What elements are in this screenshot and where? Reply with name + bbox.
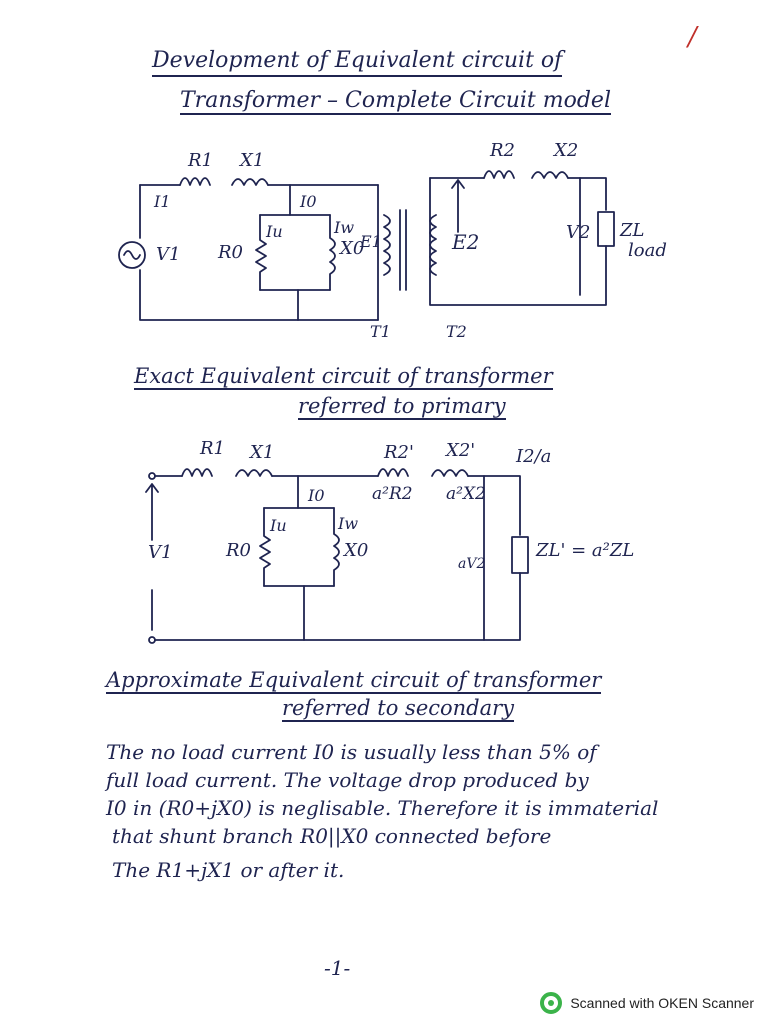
d2-i2a: I2/a xyxy=(516,446,552,467)
d1-load: load xyxy=(628,240,667,261)
section3-heading-line2: referred to secondary xyxy=(282,696,515,722)
d2-x0: X0 xyxy=(344,540,369,561)
d1-x1: X1 xyxy=(240,150,265,171)
d1-e2: E2 xyxy=(452,230,480,254)
d1-e1: E1 xyxy=(360,232,382,251)
d2-zlp: ZL' = a²ZL xyxy=(536,540,635,561)
scanner-footer: Scanned with OKEN Scanner xyxy=(540,992,754,1014)
d2-x2p: X2' xyxy=(446,440,476,461)
d2-i0: I0 xyxy=(308,486,325,505)
d2-r1: R1 xyxy=(200,438,226,459)
d2-a2x2: a²X2 xyxy=(446,484,486,504)
d1-r1: R1 xyxy=(188,150,214,171)
paragraph-line-5: The R1+jX1 or after it. xyxy=(112,858,345,882)
d1-t2: T2 xyxy=(446,322,467,341)
oken-scanner-logo-icon xyxy=(540,992,563,1014)
corner-mark: / xyxy=(688,22,697,52)
d2-v1: V1 xyxy=(148,542,173,563)
d1-iw: Iw xyxy=(334,218,355,237)
page-number: -1- xyxy=(324,956,351,980)
d2-r2p: R2' xyxy=(384,442,414,463)
d1-iu: Iu xyxy=(266,222,283,241)
d1-i1: I1 xyxy=(154,192,171,211)
d1-v1: V1 xyxy=(156,244,181,265)
section2-heading-line2: referred to primary xyxy=(298,394,506,420)
d1-i0: I0 xyxy=(300,192,317,211)
d1-v2: V2 xyxy=(566,222,591,243)
d1-r0: R0 xyxy=(218,242,244,263)
d1-t1: T1 xyxy=(370,322,391,341)
section2-heading-line1: Exact Equivalent circuit of transformer xyxy=(134,364,553,390)
d2-r0: R0 xyxy=(226,540,252,561)
d2-a2r2: a²R2 xyxy=(372,484,413,504)
section3-heading-line1: Approximate Equivalent circuit of transf… xyxy=(106,668,602,694)
d2-iu: Iu xyxy=(270,516,287,535)
title-line-1: Development of Equivalent circuit of xyxy=(152,48,563,77)
d2-av2: aV2 xyxy=(458,556,486,572)
paragraph-line-1: The no load current I0 is usually less t… xyxy=(106,740,597,764)
d2-iw: Iw xyxy=(338,514,359,533)
d1-r2: R2 xyxy=(490,140,516,161)
scanner-footer-text: Scanned with OKEN Scanner xyxy=(570,995,754,1011)
d1-x2: X2 xyxy=(554,140,579,161)
exact-circuit-diagram xyxy=(145,468,529,644)
d2-x1: X1 xyxy=(250,442,275,463)
title-line-2: Transformer – Complete Circuit model xyxy=(180,88,611,115)
d1-x0: X0 xyxy=(340,238,365,259)
paragraph-line-2: full load current. The voltage drop prod… xyxy=(106,768,589,792)
paragraph-line-3: I0 in (R0+jX0) is neglisable. Therefore … xyxy=(106,796,659,820)
d1-zl: ZL xyxy=(620,220,645,241)
paragraph-line-4: that shunt branch R0||X0 connected befor… xyxy=(112,824,552,848)
complete-circuit-diagram xyxy=(118,170,615,321)
